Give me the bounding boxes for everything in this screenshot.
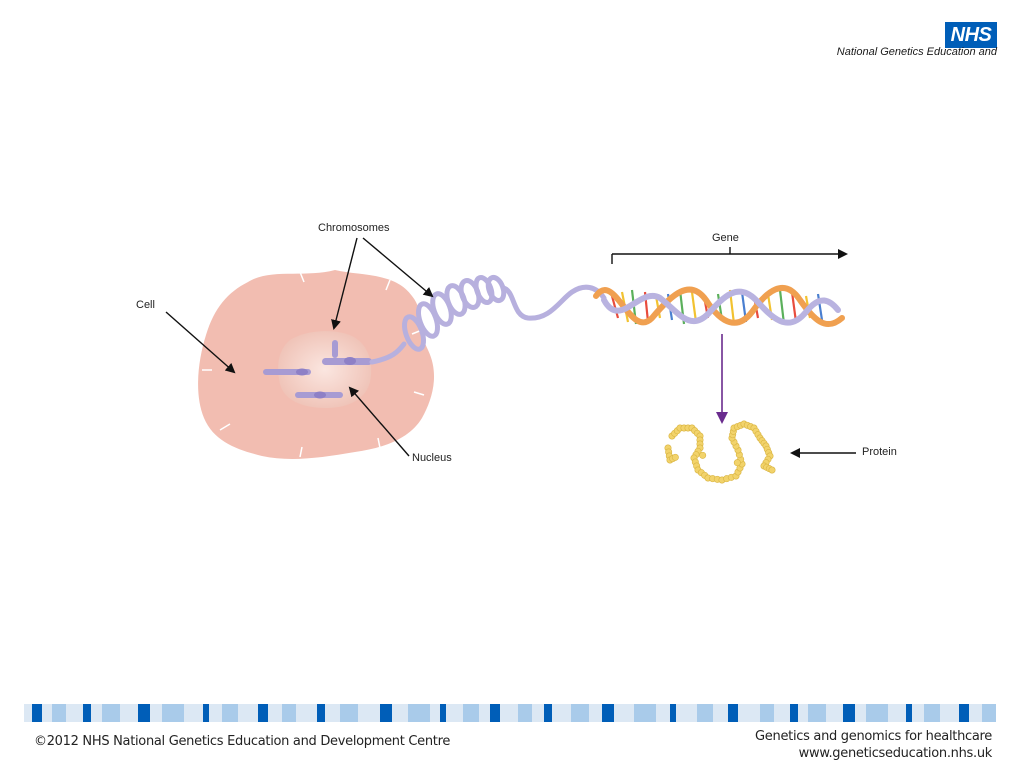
strip-block bbox=[203, 704, 209, 722]
strip-block bbox=[924, 704, 940, 722]
strip-block bbox=[959, 704, 969, 722]
protein-bead bbox=[768, 466, 776, 474]
strip-block bbox=[790, 704, 798, 722]
label-protein: Protein bbox=[862, 446, 897, 458]
coiled-chromatin bbox=[369, 274, 607, 365]
strip-block bbox=[162, 704, 184, 722]
strip-block bbox=[440, 704, 446, 722]
strip-block bbox=[906, 704, 912, 722]
nucleus bbox=[278, 331, 372, 408]
cell-to-protein-diagram bbox=[165, 237, 856, 484]
strip-block bbox=[490, 704, 500, 722]
strip-block bbox=[380, 704, 392, 722]
strip-block bbox=[760, 704, 774, 722]
label-arrows bbox=[165, 237, 856, 458]
strip-block bbox=[518, 704, 532, 722]
protein-bead bbox=[699, 451, 707, 459]
strip-block bbox=[408, 704, 430, 722]
label-chromosomes: Chromosomes bbox=[318, 222, 390, 234]
strip-block bbox=[571, 704, 589, 722]
label-gene: Gene bbox=[712, 232, 739, 244]
dna-double-helix bbox=[593, 285, 845, 327]
strip-block bbox=[317, 704, 325, 722]
strip-block bbox=[670, 704, 676, 722]
protein-chain bbox=[664, 420, 776, 484]
strip-block bbox=[808, 704, 826, 722]
strip-block bbox=[32, 704, 42, 722]
decorative-colour-strip bbox=[24, 704, 996, 722]
chromosomes bbox=[263, 340, 372, 399]
protein-bead bbox=[733, 459, 741, 467]
strip-block bbox=[602, 704, 614, 722]
strip-block bbox=[52, 704, 66, 722]
gene-bracket bbox=[611, 247, 848, 264]
strip-block bbox=[83, 704, 91, 722]
strip-block bbox=[222, 704, 238, 722]
strip-block bbox=[544, 704, 552, 722]
strip-block bbox=[282, 704, 296, 722]
strip-block bbox=[728, 704, 738, 722]
protein-bead bbox=[671, 453, 679, 461]
copyright-notice: ©2012 NHS National Genetics Education an… bbox=[34, 734, 451, 749]
strip-block bbox=[340, 704, 358, 722]
website-link[interactable]: www.geneticseducation.nhs.uk bbox=[798, 746, 993, 761]
strip-block bbox=[982, 704, 996, 722]
tagline: Genetics and genomics for healthcare bbox=[755, 729, 992, 744]
organisation-name: National Genetics Education and bbox=[836, 46, 997, 58]
label-nucleus: Nucleus bbox=[412, 452, 452, 464]
strip-block bbox=[463, 704, 479, 722]
strip-block bbox=[634, 704, 656, 722]
footer-tagline-block: Genetics and genomics for healthcare www… bbox=[755, 728, 992, 762]
strip-block bbox=[258, 704, 268, 722]
label-cell: Cell bbox=[136, 299, 155, 311]
strip-block bbox=[102, 704, 120, 722]
strip-block bbox=[866, 704, 888, 722]
strip-block bbox=[697, 704, 713, 722]
nhs-logo: NHS bbox=[945, 22, 997, 48]
strip-block bbox=[138, 704, 150, 722]
strip-block bbox=[843, 704, 855, 722]
